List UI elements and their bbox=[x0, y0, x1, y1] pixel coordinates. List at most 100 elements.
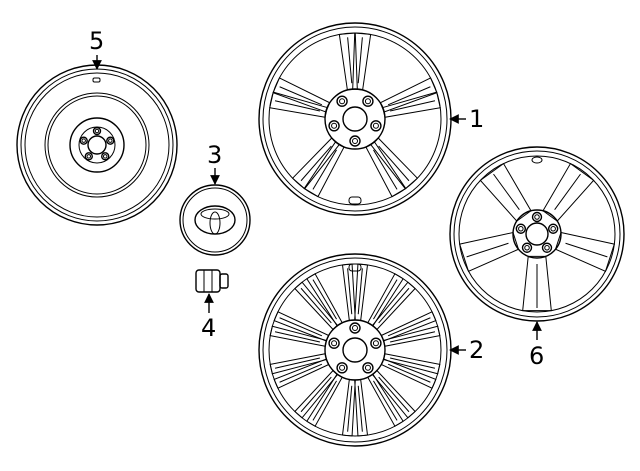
spoke-ridge bbox=[554, 173, 581, 211]
lug-nut bbox=[195, 269, 229, 293]
spoke-ridge bbox=[347, 385, 353, 432]
spoke bbox=[354, 378, 369, 437]
wheel-2 bbox=[258, 253, 452, 447]
lug-hole-inner bbox=[339, 364, 346, 371]
lug-hole-inner bbox=[550, 225, 556, 232]
spoke bbox=[354, 263, 369, 322]
spoke-ridge bbox=[347, 37, 353, 84]
spoke-ridge bbox=[279, 363, 323, 383]
spoke-ridge bbox=[274, 357, 321, 369]
center-cap bbox=[179, 184, 251, 256]
lug-hole bbox=[79, 136, 88, 145]
lug-hole-inner bbox=[544, 245, 550, 251]
lug-hole-inner bbox=[364, 364, 371, 371]
spoke bbox=[303, 141, 345, 198]
lug-hole-inner bbox=[102, 154, 108, 159]
label-2: 2 bbox=[469, 336, 484, 364]
lug-hole bbox=[515, 223, 527, 234]
lug-hole bbox=[349, 135, 361, 147]
spoke-ridge bbox=[300, 376, 332, 413]
label-3: 3 bbox=[207, 141, 222, 169]
lug-hole-inner bbox=[94, 128, 100, 134]
spoke bbox=[341, 263, 356, 322]
lug-hole bbox=[541, 242, 553, 253]
lug-hole bbox=[92, 126, 102, 136]
lug-hole-inner bbox=[86, 154, 92, 159]
spoke bbox=[554, 231, 615, 272]
spoke-ridge bbox=[387, 363, 431, 383]
spoke bbox=[341, 378, 356, 437]
spoke-ridge bbox=[300, 287, 332, 324]
label-6: 6 bbox=[529, 342, 544, 370]
lug-hole-inner bbox=[534, 214, 540, 220]
lug-hole-inner bbox=[108, 138, 113, 143]
lug-hole-inner bbox=[331, 122, 338, 129]
spoke bbox=[269, 353, 328, 375]
spoke bbox=[269, 325, 328, 347]
spoke-ridge bbox=[279, 86, 323, 106]
label-5: 5 bbox=[89, 27, 104, 55]
lug-hole bbox=[101, 152, 110, 161]
spoke bbox=[382, 353, 441, 375]
lug-hole bbox=[336, 95, 348, 107]
spoke-ridge bbox=[378, 376, 410, 413]
spoke-ridge bbox=[347, 268, 353, 315]
lug-hole bbox=[370, 120, 382, 132]
wheel-1 bbox=[258, 22, 452, 216]
spoke bbox=[459, 231, 520, 272]
spoke-ridge bbox=[373, 149, 398, 190]
spoke bbox=[365, 141, 407, 198]
lug-hole bbox=[370, 337, 382, 349]
spoke-ridge bbox=[300, 145, 332, 182]
spoke-ridge bbox=[378, 287, 410, 324]
lug-hole-inner bbox=[364, 98, 371, 105]
spoke-ridge bbox=[274, 100, 321, 112]
lug-hole-inner bbox=[352, 325, 358, 331]
spare-wheel bbox=[16, 64, 178, 226]
spoke bbox=[382, 325, 441, 347]
spoke-ridge bbox=[387, 86, 431, 106]
lug-hole-inner bbox=[331, 340, 338, 347]
spoke-ridge bbox=[378, 145, 410, 182]
leader-lines bbox=[92, 55, 542, 355]
spoke-ridge bbox=[373, 279, 398, 320]
lug-hole-inner bbox=[372, 122, 379, 129]
spoke-ridge bbox=[389, 357, 436, 369]
spoke-ridge bbox=[387, 317, 431, 337]
spoke-ridge bbox=[389, 331, 436, 343]
spoke bbox=[269, 91, 328, 118]
spoke-ridge bbox=[274, 331, 321, 343]
label-1: 1 bbox=[469, 105, 484, 133]
spoke bbox=[522, 255, 552, 312]
spoke-ridge bbox=[357, 268, 363, 315]
lug-hole-inner bbox=[352, 138, 358, 144]
lug-hole bbox=[106, 136, 115, 145]
lug-hole bbox=[362, 362, 374, 374]
label-4: 4 bbox=[201, 314, 216, 342]
lug-hole-inner bbox=[524, 245, 530, 251]
lug-hole bbox=[531, 211, 543, 223]
lug-hole-inner bbox=[81, 138, 86, 143]
spoke-ridge bbox=[357, 37, 363, 84]
spoke-ridge bbox=[493, 173, 520, 211]
spoke bbox=[479, 162, 532, 222]
spoke-ridge bbox=[312, 279, 337, 320]
spoke-ridge bbox=[565, 242, 608, 258]
wheel-6 bbox=[449, 146, 625, 322]
spoke bbox=[382, 91, 441, 118]
spoke-ridge bbox=[279, 317, 323, 337]
spoke-ridge bbox=[312, 149, 337, 190]
spoke-ridge bbox=[312, 380, 337, 421]
lug-hole-inner bbox=[339, 98, 346, 105]
lug-hole bbox=[336, 362, 348, 374]
lug-hole bbox=[328, 337, 340, 349]
spoke-ridge bbox=[357, 385, 363, 432]
spoke bbox=[542, 162, 595, 222]
lug-hole bbox=[328, 120, 340, 132]
spoke-ridge bbox=[466, 242, 509, 258]
lug-hole-inner bbox=[518, 225, 524, 232]
lug-hole bbox=[521, 242, 533, 253]
lug-hole bbox=[349, 322, 361, 334]
